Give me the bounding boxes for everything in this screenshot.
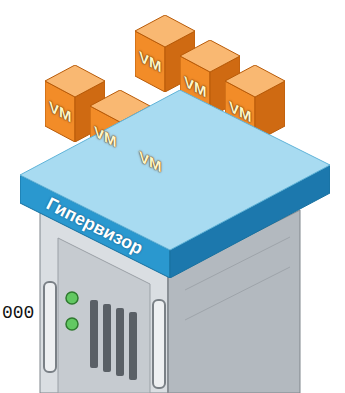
side-label: 000 <box>1 303 35 323</box>
